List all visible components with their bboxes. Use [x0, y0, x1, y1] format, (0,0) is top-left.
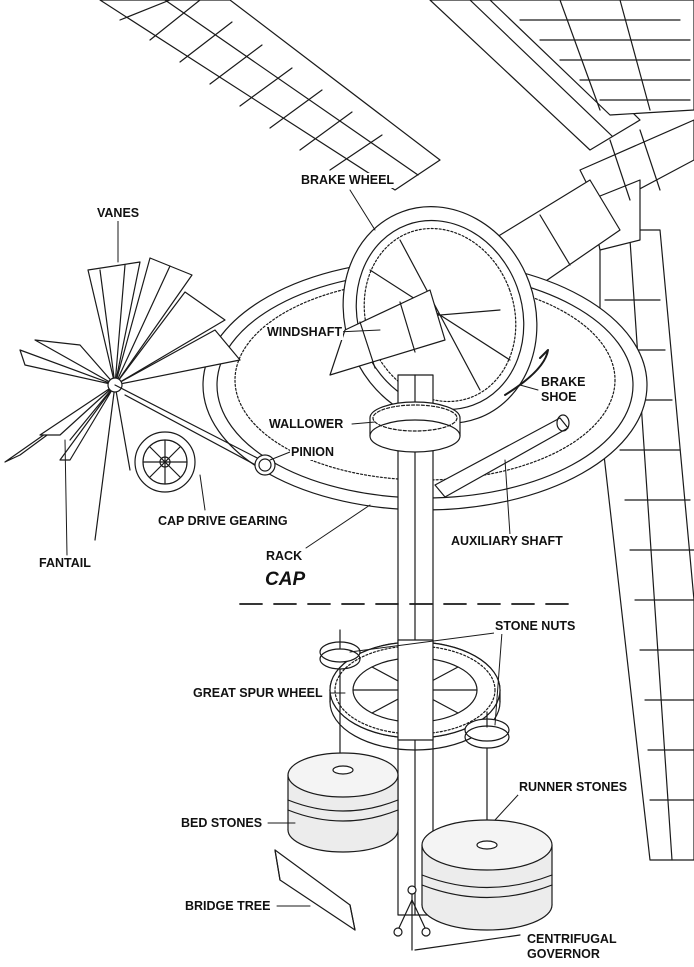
sail-right-top	[429, 0, 694, 151]
leader-lines	[64, 189, 539, 907]
label-centrifugal-governor: CENTRIFUGAL GOVERNOR	[526, 932, 618, 962]
label-brake-shoe: BRAKE SHOE	[540, 375, 587, 405]
label-fantail: FANTAIL	[38, 556, 92, 571]
label-cap-drive-gearing: CAP DRIVE GEARING	[157, 514, 289, 529]
fantail	[4, 257, 241, 541]
label-auxiliary-shaft: AUXILIARY SHAFT	[450, 534, 564, 549]
label-rack: RACK	[265, 549, 304, 564]
label-cap: CAP	[265, 569, 306, 590]
brake-shoe	[504, 349, 549, 396]
millstones-right	[421, 819, 553, 931]
millstones-left	[287, 752, 399, 853]
bridge-tree	[274, 849, 356, 931]
centrifugal-governor	[393, 885, 521, 951]
great-spur-wheel	[329, 639, 501, 751]
label-great-spur-wheel: GREAT SPUR WHEEL	[192, 686, 324, 701]
wallower-gear	[369, 401, 461, 453]
label-wallower: WALLOWER	[268, 417, 345, 432]
auxiliary-shaft	[434, 414, 570, 498]
label-brake-wheel: BRAKE WHEEL	[300, 173, 396, 188]
label-pinion: PINION	[290, 445, 336, 460]
cap-drive-gearing	[114, 384, 276, 493]
label-vanes: VANES	[96, 206, 141, 221]
sail-upper	[99, 0, 441, 191]
label-bridge-tree: BRIDGE TREE	[184, 899, 272, 914]
stone-nuts	[319, 629, 510, 749]
label-windshaft: WINDSHAFT	[266, 325, 343, 340]
windshaft-front	[329, 289, 446, 376]
label-runner-stones: RUNNER STONES	[518, 780, 629, 795]
label-bed-stones: BED STONES	[180, 816, 264, 831]
label-stone-nuts: STONE NUTS	[494, 619, 577, 634]
